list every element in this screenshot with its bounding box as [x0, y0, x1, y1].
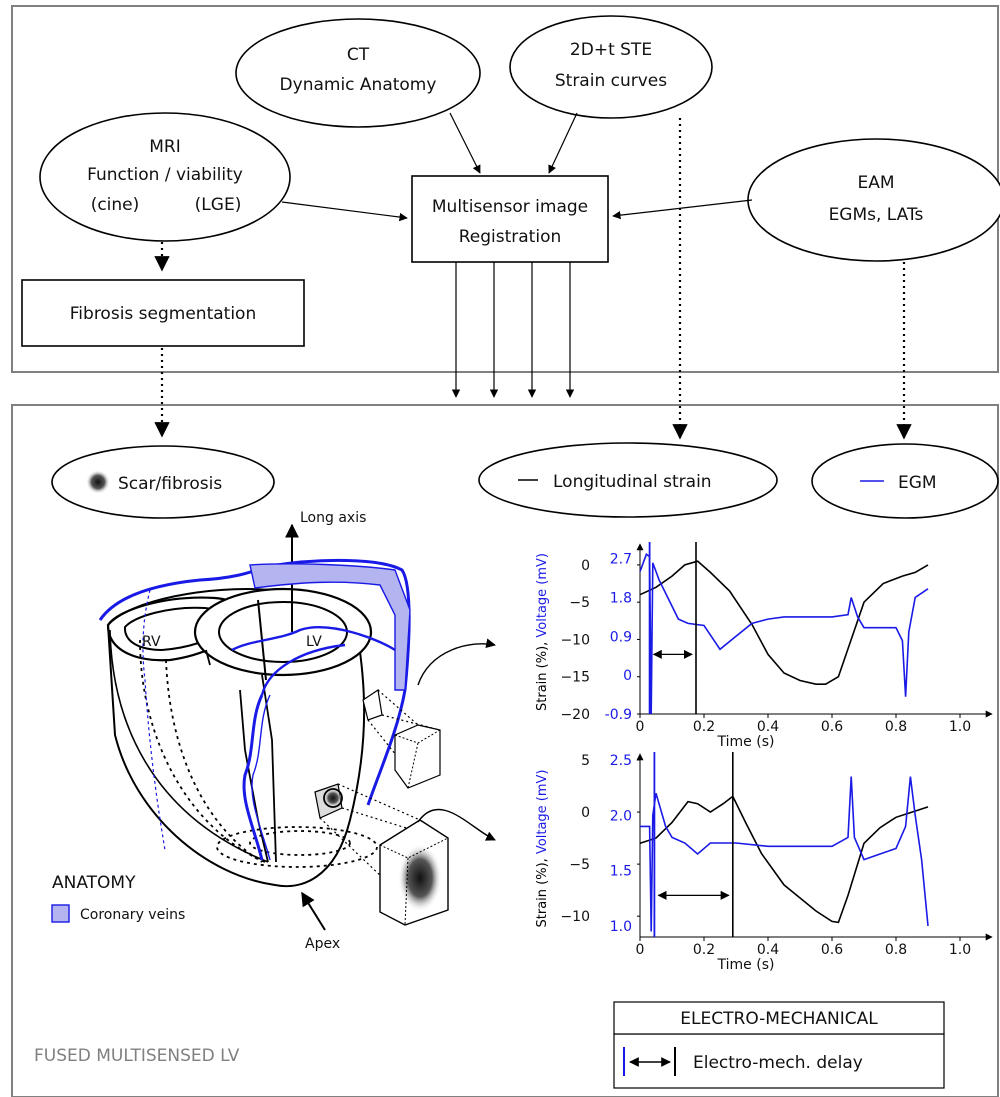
x-tick-label: 0.4	[757, 719, 779, 735]
y-tick-label-voltage: 2.5	[610, 753, 632, 769]
scar-legend-node: Scar/fibrosis	[51, 445, 275, 519]
x-tick-label: 0	[636, 942, 645, 958]
registration-arrows	[281, 112, 753, 398]
y-tick-label-strain: 0	[581, 558, 590, 574]
eam-subtitle: EGMs, LATs	[829, 205, 924, 225]
mri-title: MRI	[149, 137, 181, 157]
x-tick-label: 0.6	[821, 719, 843, 735]
egm-label: EGM	[898, 473, 937, 493]
x-tick-label: 1.0	[949, 942, 971, 958]
electro-title: ELECTRO-MECHANICAL	[680, 1009, 878, 1029]
coronary-vein-swatch	[51, 904, 70, 923]
mri-subtitle: Function / viability	[87, 165, 243, 185]
strain-legend-node: Longitudinal strain	[478, 442, 778, 518]
coronary-label: Coronary veins	[80, 907, 185, 923]
scar-blob-icon	[86, 470, 110, 494]
y-tick-label-voltage: 2.0	[610, 808, 632, 824]
y-axis-label: Strain (%), Voltage (mV)	[535, 769, 550, 927]
y-tick-label-voltage: -0.9	[605, 707, 632, 723]
ct-node: CT Dynamic Anatomy	[235, 18, 481, 128]
fibrosis-label: Fibrosis segmentation	[70, 304, 256, 324]
scar-label: Scar/fibrosis	[118, 474, 222, 494]
ct-title: CT	[347, 45, 370, 65]
x-tick-label: 0.2	[693, 719, 715, 735]
anatomy-title: ANATOMY	[52, 873, 136, 893]
lv-label: LV	[306, 634, 322, 650]
mri-lge: (LGE)	[195, 195, 242, 215]
rv-label: RV	[142, 634, 161, 650]
y-axis-label-voltage: Voltage (mV)	[535, 769, 550, 854]
delay-label: Electro-mech. delay	[693, 1053, 863, 1073]
x-tick-label: 0.8	[885, 942, 907, 958]
bottom-panel-frame	[11, 404, 999, 1097]
y-tick-label-strain: −5	[569, 857, 590, 873]
fibrosis-box: Fibrosis segmentation	[21, 279, 305, 347]
dotted-arrows	[154, 118, 912, 440]
registration-line2: Registration	[459, 227, 562, 247]
y-tick-label-voltage: 0	[623, 668, 632, 684]
ste-node: 2D+t STE Strain curves	[509, 15, 713, 119]
y-tick-label-voltage: 1.8	[610, 590, 632, 606]
registration-box: Multisensor image Registration	[411, 175, 609, 263]
y-tick-label-voltage: 2.7	[610, 552, 632, 568]
registration-line1: Multisensor image	[432, 197, 588, 217]
x-tick-label: 0.8	[885, 719, 907, 735]
ste-subtitle: Strain curves	[555, 71, 667, 91]
mri-cine: (cine)	[91, 195, 140, 215]
strain-label: Longitudinal strain	[553, 472, 712, 492]
x-tick-label: 0	[636, 719, 645, 735]
x-axis-label: Time (s)	[717, 957, 775, 973]
egm-series-line	[640, 776, 929, 932]
strain-series-line	[639, 795, 929, 924]
eam-node: EAM EGMs, LATs	[747, 138, 1000, 262]
y-tick-label-strain: −10	[560, 909, 590, 925]
y-tick-label-voltage: 1.5	[610, 864, 632, 880]
y-tick-label-strain: −20	[560, 707, 590, 723]
y-tick-label-voltage: 1.0	[610, 919, 632, 935]
y-tick-label-strain: 5	[581, 753, 590, 769]
eam-title: EAM	[857, 173, 894, 193]
y-axis-label-voltage: Voltage (mV)	[535, 553, 550, 638]
y-axis-label-strain: Strain (%),	[535, 638, 550, 711]
x-tick-label: 0.2	[693, 942, 715, 958]
egm-series-line	[639, 553, 929, 715]
y-tick-label-strain: −5	[569, 595, 590, 611]
section-title: FUSED MULTISENSED LV	[34, 1046, 240, 1066]
x-tick-label: 0.6	[821, 942, 843, 958]
strain-series-line	[639, 560, 929, 686]
y-tick-label-strain: −15	[560, 670, 590, 686]
x-tick-label: 0.4	[757, 942, 779, 958]
electro-mech-legend: ELECTRO-MECHANICAL Electro-mech. delay	[613, 1001, 945, 1089]
y-axis-label-strain: Strain (%),	[535, 854, 550, 927]
y-tick-label-strain: 0	[581, 805, 590, 821]
y-tick-label-voltage: 0.9	[610, 629, 632, 645]
apex-label: Apex	[305, 936, 340, 952]
y-axis-label: Strain (%), Voltage (mV)	[535, 553, 550, 711]
ste-title: 2D+t STE	[570, 40, 652, 60]
x-axis-label: Time (s)	[717, 734, 775, 750]
ct-subtitle: Dynamic Anatomy	[280, 75, 437, 95]
long-axis-label: Long axis	[300, 510, 366, 526]
y-tick-label-strain: −10	[560, 632, 590, 648]
heart-illustration	[98, 523, 496, 931]
mri-node: MRI Function / viability (cine) (LGE)	[39, 112, 291, 242]
egm-legend-node: EGM	[811, 443, 999, 519]
x-tick-label: 1.0	[949, 719, 971, 735]
